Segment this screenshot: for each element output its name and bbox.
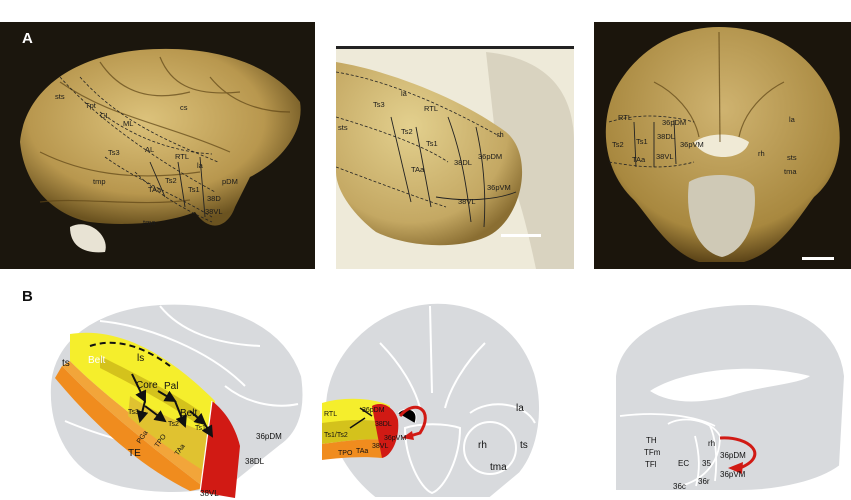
label-al: AL: [145, 145, 154, 154]
label-rh: rh: [758, 149, 765, 158]
label-pal: Pal: [164, 381, 178, 392]
label-ts2: Ts2: [612, 140, 624, 149]
label-36pdm: 36pDM: [256, 432, 282, 441]
label-tmp: tmp: [93, 177, 106, 186]
label-rtl: RTL: [618, 113, 632, 122]
label-38dl: 38DL: [454, 158, 472, 167]
label-cl: CL: [100, 111, 110, 120]
label-38vl: 38VL: [656, 152, 674, 161]
label-38dl: 38DL: [245, 457, 265, 466]
label-rtl: RTL: [175, 152, 189, 161]
label-rh: rh: [708, 439, 715, 448]
label-belt-2: Belt: [180, 408, 197, 419]
medial-schematic: TH TFm TFl EC rh 35 36pDM 36pVM 36c 36r: [614, 302, 847, 492]
region-core: [100, 356, 200, 426]
lateral-schematic: ts ls Belt Core Pal Belt 36pDM TE 38DL 3…: [48, 302, 305, 498]
label-tpo: TPO: [338, 450, 353, 457]
label-ts2: Ts2: [165, 176, 177, 185]
label-38d: 38D: [207, 194, 221, 203]
label-sts: sts: [338, 123, 348, 132]
label-tma: tma: [143, 218, 156, 227]
label-tma: tma: [784, 167, 797, 176]
label-36pvm: 36pVM: [720, 470, 746, 479]
label-36pdm: 36pDM: [362, 407, 385, 414]
panel-a-label: A: [22, 30, 33, 47]
label-ts1: Ts1: [195, 425, 206, 432]
label-rtl: RTL: [324, 411, 337, 418]
region-tpo-taa: [62, 361, 212, 488]
label-ec: EC: [678, 459, 689, 468]
label-pdm: pDM: [222, 177, 238, 186]
scale-bar: [501, 234, 541, 237]
label-ts3: Ts3: [108, 148, 120, 157]
label-rh: rh: [478, 440, 487, 451]
label-tpt: Tpt: [85, 101, 97, 110]
label-tfm: TFm: [644, 448, 661, 457]
label-tma: tma: [490, 462, 507, 473]
label-cs: cs: [180, 103, 188, 112]
label-38vl: 38VL: [458, 197, 476, 206]
label-rtl: RTL: [424, 104, 438, 113]
label-38dl: 38DL: [375, 421, 392, 428]
label-core: Core: [136, 380, 158, 391]
label-te: TE: [128, 448, 141, 459]
label-ts: ts: [62, 358, 70, 369]
label-36pdm: 36pDM: [720, 451, 746, 460]
label-36r: 36r: [698, 477, 710, 486]
label-38vl: 38VL: [205, 207, 223, 216]
label-36pdm: 36pDM: [478, 152, 502, 161]
label-ts1: Ts1: [636, 137, 648, 146]
panel-b-label: B: [22, 288, 33, 305]
label-ts: ts: [520, 440, 528, 451]
label-taa: TAa: [411, 165, 425, 174]
label-th: TH: [646, 436, 657, 445]
region-pga: [55, 366, 205, 491]
label-taa: TAa: [632, 155, 646, 164]
label-35: 35: [702, 459, 711, 468]
label-la: la: [789, 115, 796, 124]
lateral-brain-photo: [20, 48, 301, 226]
scale-bar: [802, 257, 834, 260]
ventral-schematic: RTL 36pDM Ts1/Ts2 38DL 36pVM TPO TAa 38V…: [322, 301, 541, 499]
label-la: la: [516, 403, 524, 414]
region-38: [372, 403, 399, 458]
label-36pvm: 36pVM: [487, 183, 511, 192]
panel-a-photo-3: RTL 36pDM la Ts2 Ts1 38DL 36pVM TAa 38VL…: [594, 22, 851, 269]
label-ls: ls: [137, 353, 144, 364]
panel-a-photo-1: sts Tpt CL ML cs Ts3 AL RTL la tmp Ts2 T…: [0, 22, 315, 269]
region-tpo-taa: [322, 439, 388, 460]
label-36pdm: 36pDM: [662, 118, 686, 127]
connection-arrow: [719, 436, 757, 470]
label-taa: TAa: [356, 448, 368, 455]
label-sts: sts: [787, 153, 797, 162]
label-sts: sts: [55, 92, 65, 101]
label-ts1: Ts1: [188, 185, 200, 194]
label-ts2: Ts2: [168, 421, 179, 428]
label-tfl: TFl: [645, 460, 657, 469]
label-ts3: Ts3: [373, 100, 385, 109]
label-38vl: 38VL: [200, 489, 219, 498]
label-la: la: [197, 161, 204, 170]
label-36pvm: 36pVM: [384, 435, 406, 442]
region-ts1ts2: [322, 419, 390, 444]
label-36pvm: 36pVM: [680, 140, 704, 149]
label-belt-1: Belt: [88, 355, 105, 366]
label-la: la: [401, 89, 408, 98]
label-ts1ts2: Ts1/Ts2: [324, 432, 348, 439]
label-36c: 36c: [673, 482, 686, 491]
label-38dl: 38DL: [657, 132, 675, 141]
connection-arrow: [398, 405, 427, 438]
label-ts1: Ts1: [426, 139, 438, 148]
label-ml: ML: [123, 119, 133, 128]
label-rh: rh: [497, 130, 504, 139]
label-ts2: Ts2: [401, 127, 413, 136]
label-ts3: Ts3: [128, 409, 139, 416]
panel-a-photo-2: sts Ts3 la RTL Ts2 Ts1 rh TAa 38DL 36pDM…: [336, 22, 574, 269]
region-ts: [128, 396, 215, 476]
label-38vl: 38VL: [372, 443, 388, 450]
label-taa: TAa: [148, 185, 162, 194]
